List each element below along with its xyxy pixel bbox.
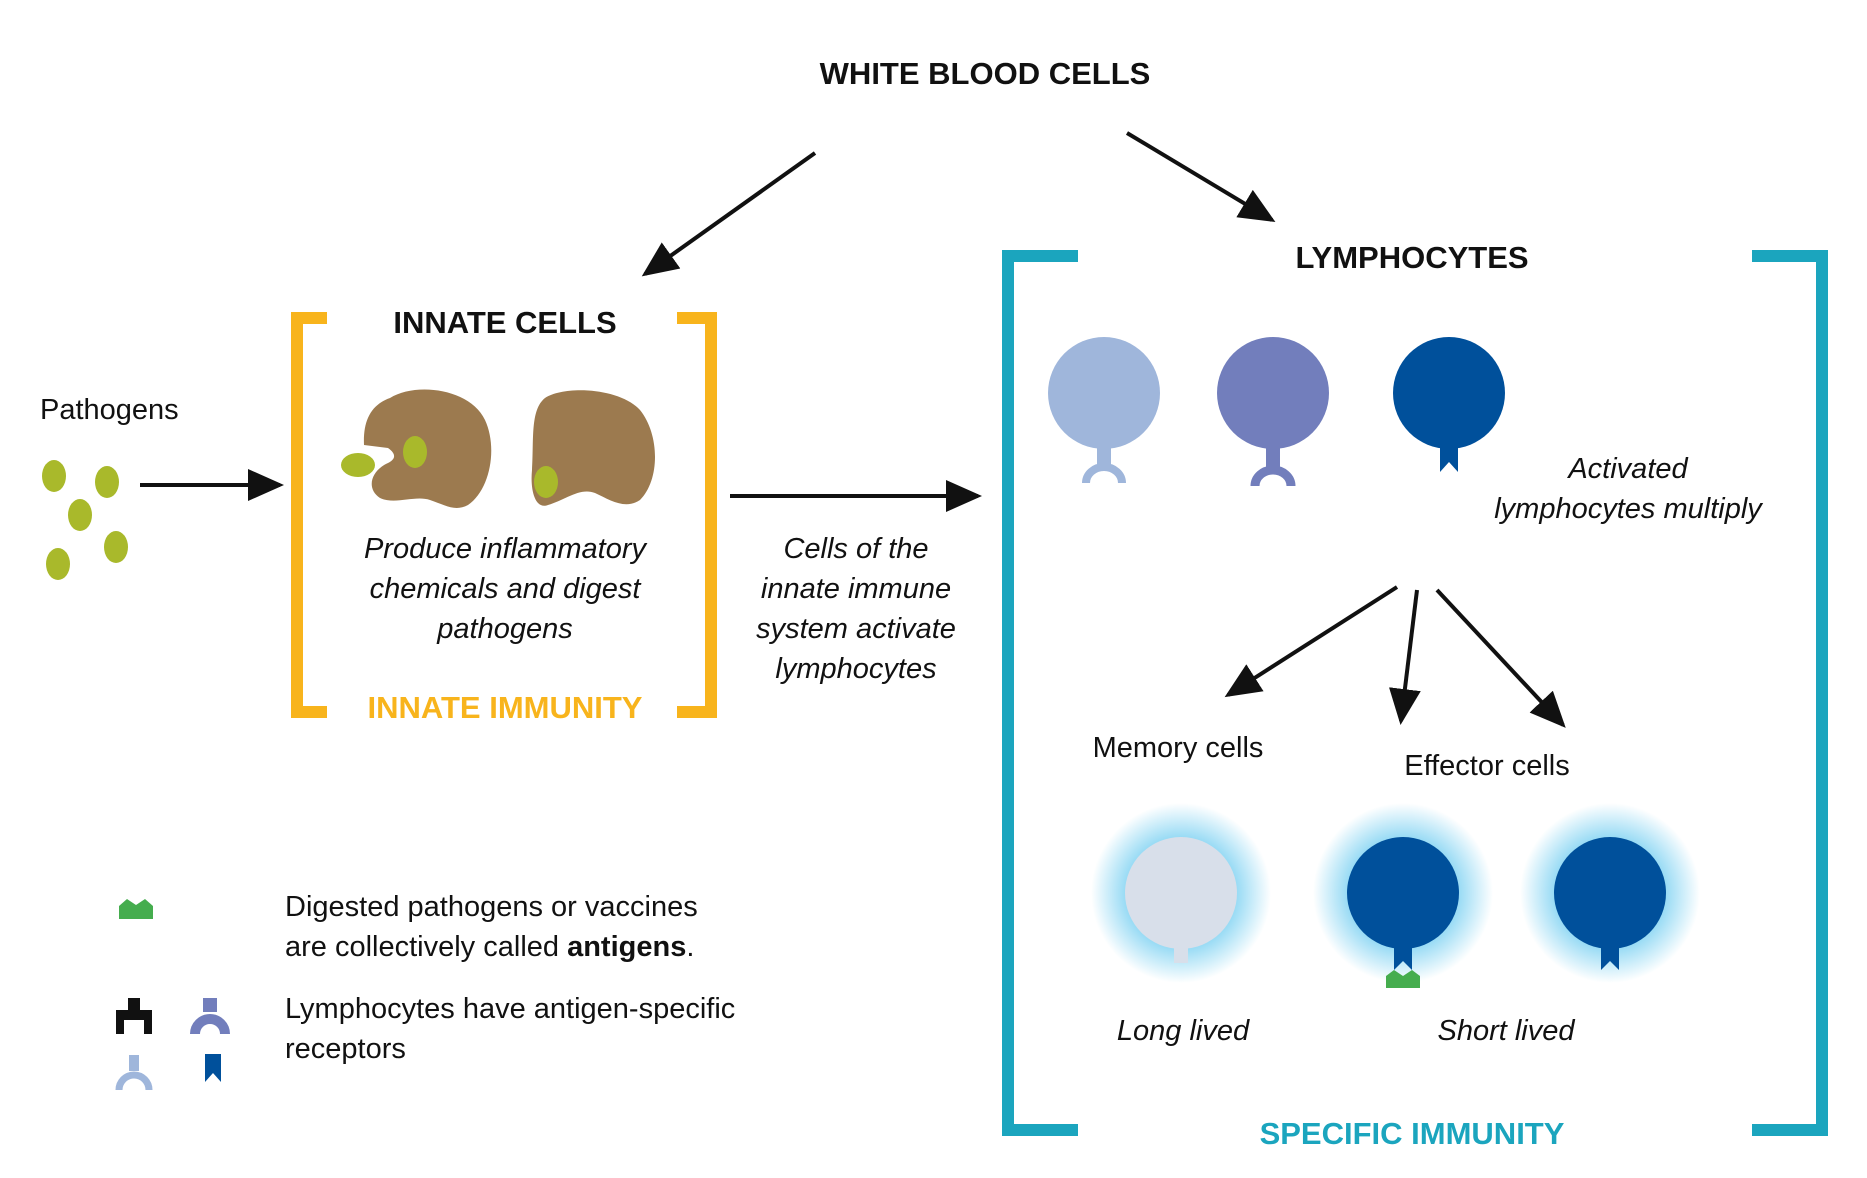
innate-bracket bbox=[291, 312, 717, 718]
pathogen bbox=[46, 548, 70, 580]
antigen-icon bbox=[1386, 970, 1420, 988]
innate-description: Produce inflammatory chemicals and diges… bbox=[364, 533, 648, 645]
multiply-text: Activated lymphocytes multiply bbox=[1494, 453, 1763, 525]
receptor-notch-icon bbox=[1394, 944, 1412, 970]
effector-cells-label: Effector cells bbox=[1404, 750, 1569, 782]
effector-cell-bound bbox=[1313, 803, 1493, 988]
memory-cell bbox=[1091, 803, 1271, 983]
memory-cells-label: Memory cells bbox=[1093, 732, 1264, 764]
long-lived-label: Long lived bbox=[1117, 1015, 1250, 1047]
activation-line-4: lymphocytes bbox=[775, 653, 936, 685]
multiply-line-1: Activated bbox=[1566, 453, 1688, 485]
receptor-darkblue-icon bbox=[205, 1054, 221, 1082]
receptor-legend-line-2: receptors bbox=[285, 1033, 406, 1065]
arrow-to-memory bbox=[1224, 585, 1399, 698]
lymphocyte-dark bbox=[1393, 337, 1505, 472]
receptor-notch-icon bbox=[1601, 944, 1619, 970]
antigen-legend-text: are collectively called bbox=[285, 931, 567, 963]
antigen-legend-period: . bbox=[686, 931, 694, 963]
antigen-legend-line-2: are collectively called antigens. bbox=[285, 931, 694, 963]
innate-desc-line-2: chemicals and digest bbox=[370, 573, 643, 605]
receptor-notch-icon bbox=[1440, 444, 1458, 472]
pathogen bbox=[95, 466, 119, 498]
activation-line-2: innate immune bbox=[761, 573, 951, 605]
receptor-black-icon bbox=[116, 998, 152, 1034]
receptor-legend-line-1: Lymphocytes have antigen-specific bbox=[285, 993, 735, 1025]
digested-pathogen bbox=[534, 466, 558, 498]
pathogen-group bbox=[42, 460, 128, 580]
lymphocyte-light bbox=[1048, 337, 1160, 484]
activation-text: Cells of the innate immune system activa… bbox=[756, 533, 956, 685]
arrow-to-innate bbox=[641, 151, 817, 277]
lymphocytes-bracket bbox=[1002, 250, 1828, 1136]
innate-immunity-label: INNATE IMMUNITY bbox=[368, 690, 643, 725]
internal-pathogen bbox=[403, 436, 427, 468]
innate-desc-line-1: Produce inflammatory bbox=[364, 533, 648, 565]
legend: Digested pathogens or vaccines are colle… bbox=[115, 891, 735, 1091]
phagocyte-engulfing bbox=[341, 389, 492, 508]
arrow-to-lymphocytes bbox=[1125, 131, 1276, 223]
innate-cells-heading: INNATE CELLS bbox=[393, 305, 616, 340]
activation-line-1: Cells of the bbox=[783, 533, 928, 565]
pathogen bbox=[104, 531, 128, 563]
activation-line-3: system activate bbox=[756, 613, 956, 645]
receptor-u-shape-icon bbox=[1250, 465, 1296, 487]
arrow-to-effector-1 bbox=[1388, 589, 1421, 725]
innate-desc-line-3: pathogens bbox=[436, 613, 572, 645]
pathogen bbox=[68, 499, 92, 531]
pathogens-label: Pathogens bbox=[40, 394, 179, 426]
receptor-u-shape-icon bbox=[1082, 463, 1126, 484]
phagocyte-digesting bbox=[531, 390, 655, 506]
antigen-legend-line-1: Digested pathogens or vaccines bbox=[285, 891, 698, 923]
short-lived-label: Short lived bbox=[1437, 1015, 1575, 1047]
lymphocyte-medium bbox=[1217, 337, 1329, 487]
lymphocytes-heading: LYMPHOCYTES bbox=[1295, 240, 1528, 275]
antigen-legend-bold: antigens bbox=[567, 931, 686, 963]
pathogen bbox=[42, 460, 66, 492]
receptor-purple-icon bbox=[190, 998, 230, 1035]
antigen-legend-icon bbox=[119, 899, 153, 919]
receptor-lightblue-icon bbox=[115, 1055, 153, 1091]
engulfed-pathogen bbox=[341, 453, 375, 477]
diagram-title: WHITE BLOOD CELLS bbox=[820, 56, 1151, 91]
specific-immunity-label: SPECIFIC IMMUNITY bbox=[1260, 1116, 1565, 1151]
effector-cell bbox=[1520, 803, 1700, 983]
arrow-to-effector-2 bbox=[1435, 588, 1566, 728]
multiply-line-2: lymphocytes multiply bbox=[1494, 493, 1763, 525]
